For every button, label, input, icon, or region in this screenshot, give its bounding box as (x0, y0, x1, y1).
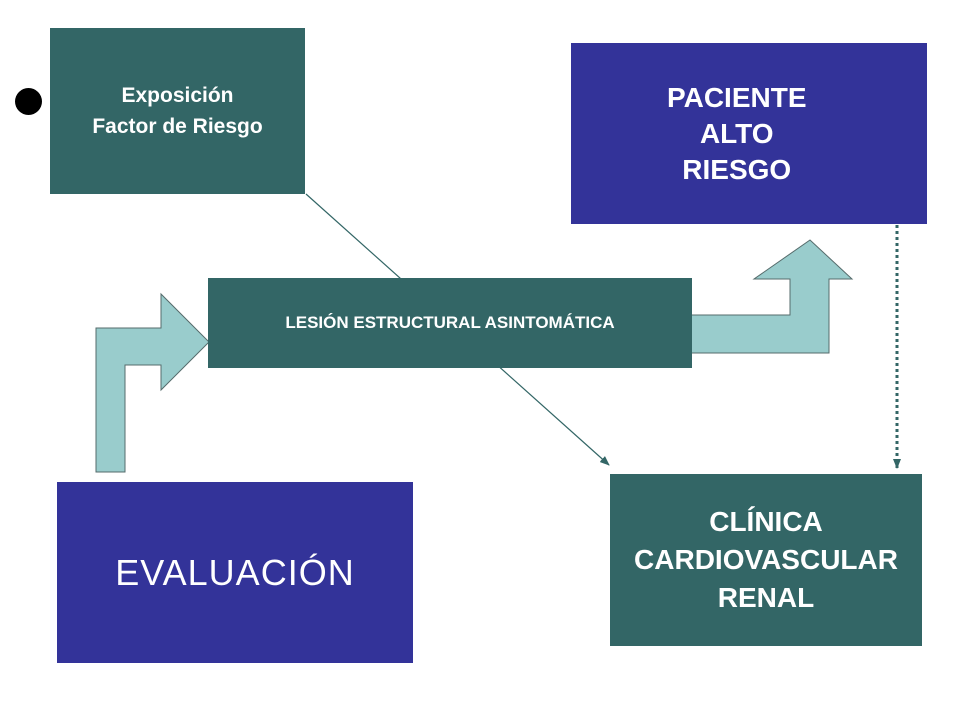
node-evaluacion-label: EVALUACIÓN (115, 551, 355, 593)
node-lesion-label: LESIÓN ESTRUCTURAL ASINTOMÁTICA (285, 313, 615, 332)
node-paciente-line-3: RIESGO (682, 153, 792, 185)
node-exposicion-label: Exposición Factor de Riesgo (92, 84, 263, 138)
node-evaluacion: EVALUACIÓN (57, 482, 413, 663)
node-clinica-label: CLÍNICA CARDIOVASCULAR RENAL (634, 506, 898, 613)
node-paciente-label: PACIENTE ALTO RIESGO (667, 80, 807, 188)
block-arrow-evaluacion-to-lesion (95, 292, 210, 473)
node-paciente-line-1: PACIENTE (667, 81, 807, 113)
bullet-dot (15, 88, 42, 115)
block-arrow-lesion-to-paciente (689, 239, 854, 354)
node-clinica-cardiovascular-renal: CLÍNICA CARDIOVASCULAR RENAL (610, 474, 922, 646)
node-exposicion-factor-riesgo: Exposición Factor de Riesgo (50, 28, 305, 194)
node-lesion-estructural: LESIÓN ESTRUCTURAL ASINTOMÁTICA (208, 278, 692, 368)
node-paciente-alto-riesgo: PACIENTE ALTO RIESGO (571, 43, 927, 224)
node-paciente-line-2: ALTO (699, 117, 774, 149)
